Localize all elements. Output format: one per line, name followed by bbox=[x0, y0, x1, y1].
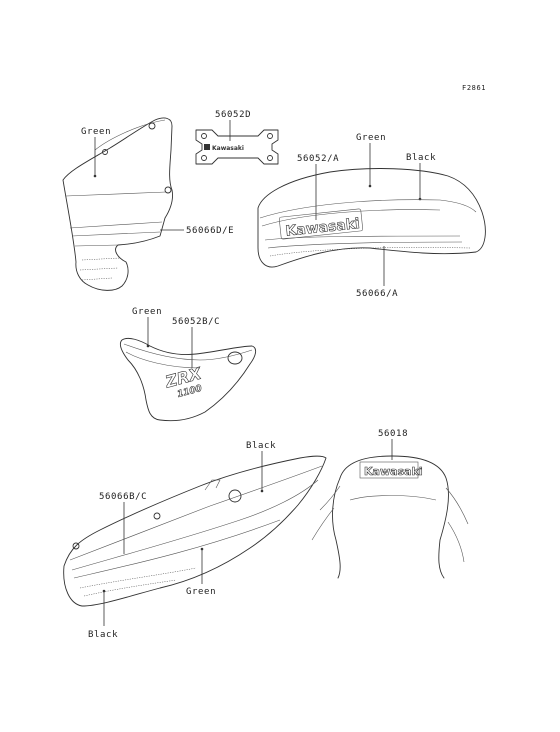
figure-code: F2861 bbox=[462, 84, 486, 92]
tail-color-black-label: Black bbox=[246, 441, 276, 451]
fairing-color-label: Green bbox=[81, 127, 111, 137]
tail-part-label: 56066B/C bbox=[99, 492, 147, 502]
side-part-label: 56052B/C bbox=[172, 317, 220, 327]
side-color-label: Green bbox=[132, 307, 162, 317]
tank-color-black-label: Black bbox=[406, 153, 436, 163]
fairing-part-label: 56066D/E bbox=[186, 226, 234, 236]
tank-logo-part-label: 56052/A bbox=[297, 154, 339, 164]
front-fairing bbox=[62, 117, 173, 291]
seat-part-label: 56018 bbox=[378, 429, 408, 439]
seat-logo: Kawasaki bbox=[364, 465, 423, 478]
tail-color-green-label: Green bbox=[186, 587, 216, 597]
tail-color-bottom-label: Black bbox=[88, 630, 118, 640]
tank-color-top-label: Green bbox=[356, 133, 386, 143]
side-cover: ZRX 1100 bbox=[119, 337, 257, 422]
tail-cowl bbox=[63, 455, 327, 607]
mirror-decal: Kawasaki bbox=[195, 129, 279, 165]
mirror-part-label: 56052D bbox=[215, 110, 251, 120]
fuel-tank: Kawasaki bbox=[257, 168, 486, 268]
mirror-logo: Kawasaki bbox=[212, 145, 244, 152]
tank-stripe-part-label: 56066/A bbox=[356, 289, 398, 299]
seat: Kawasaki bbox=[311, 455, 469, 579]
